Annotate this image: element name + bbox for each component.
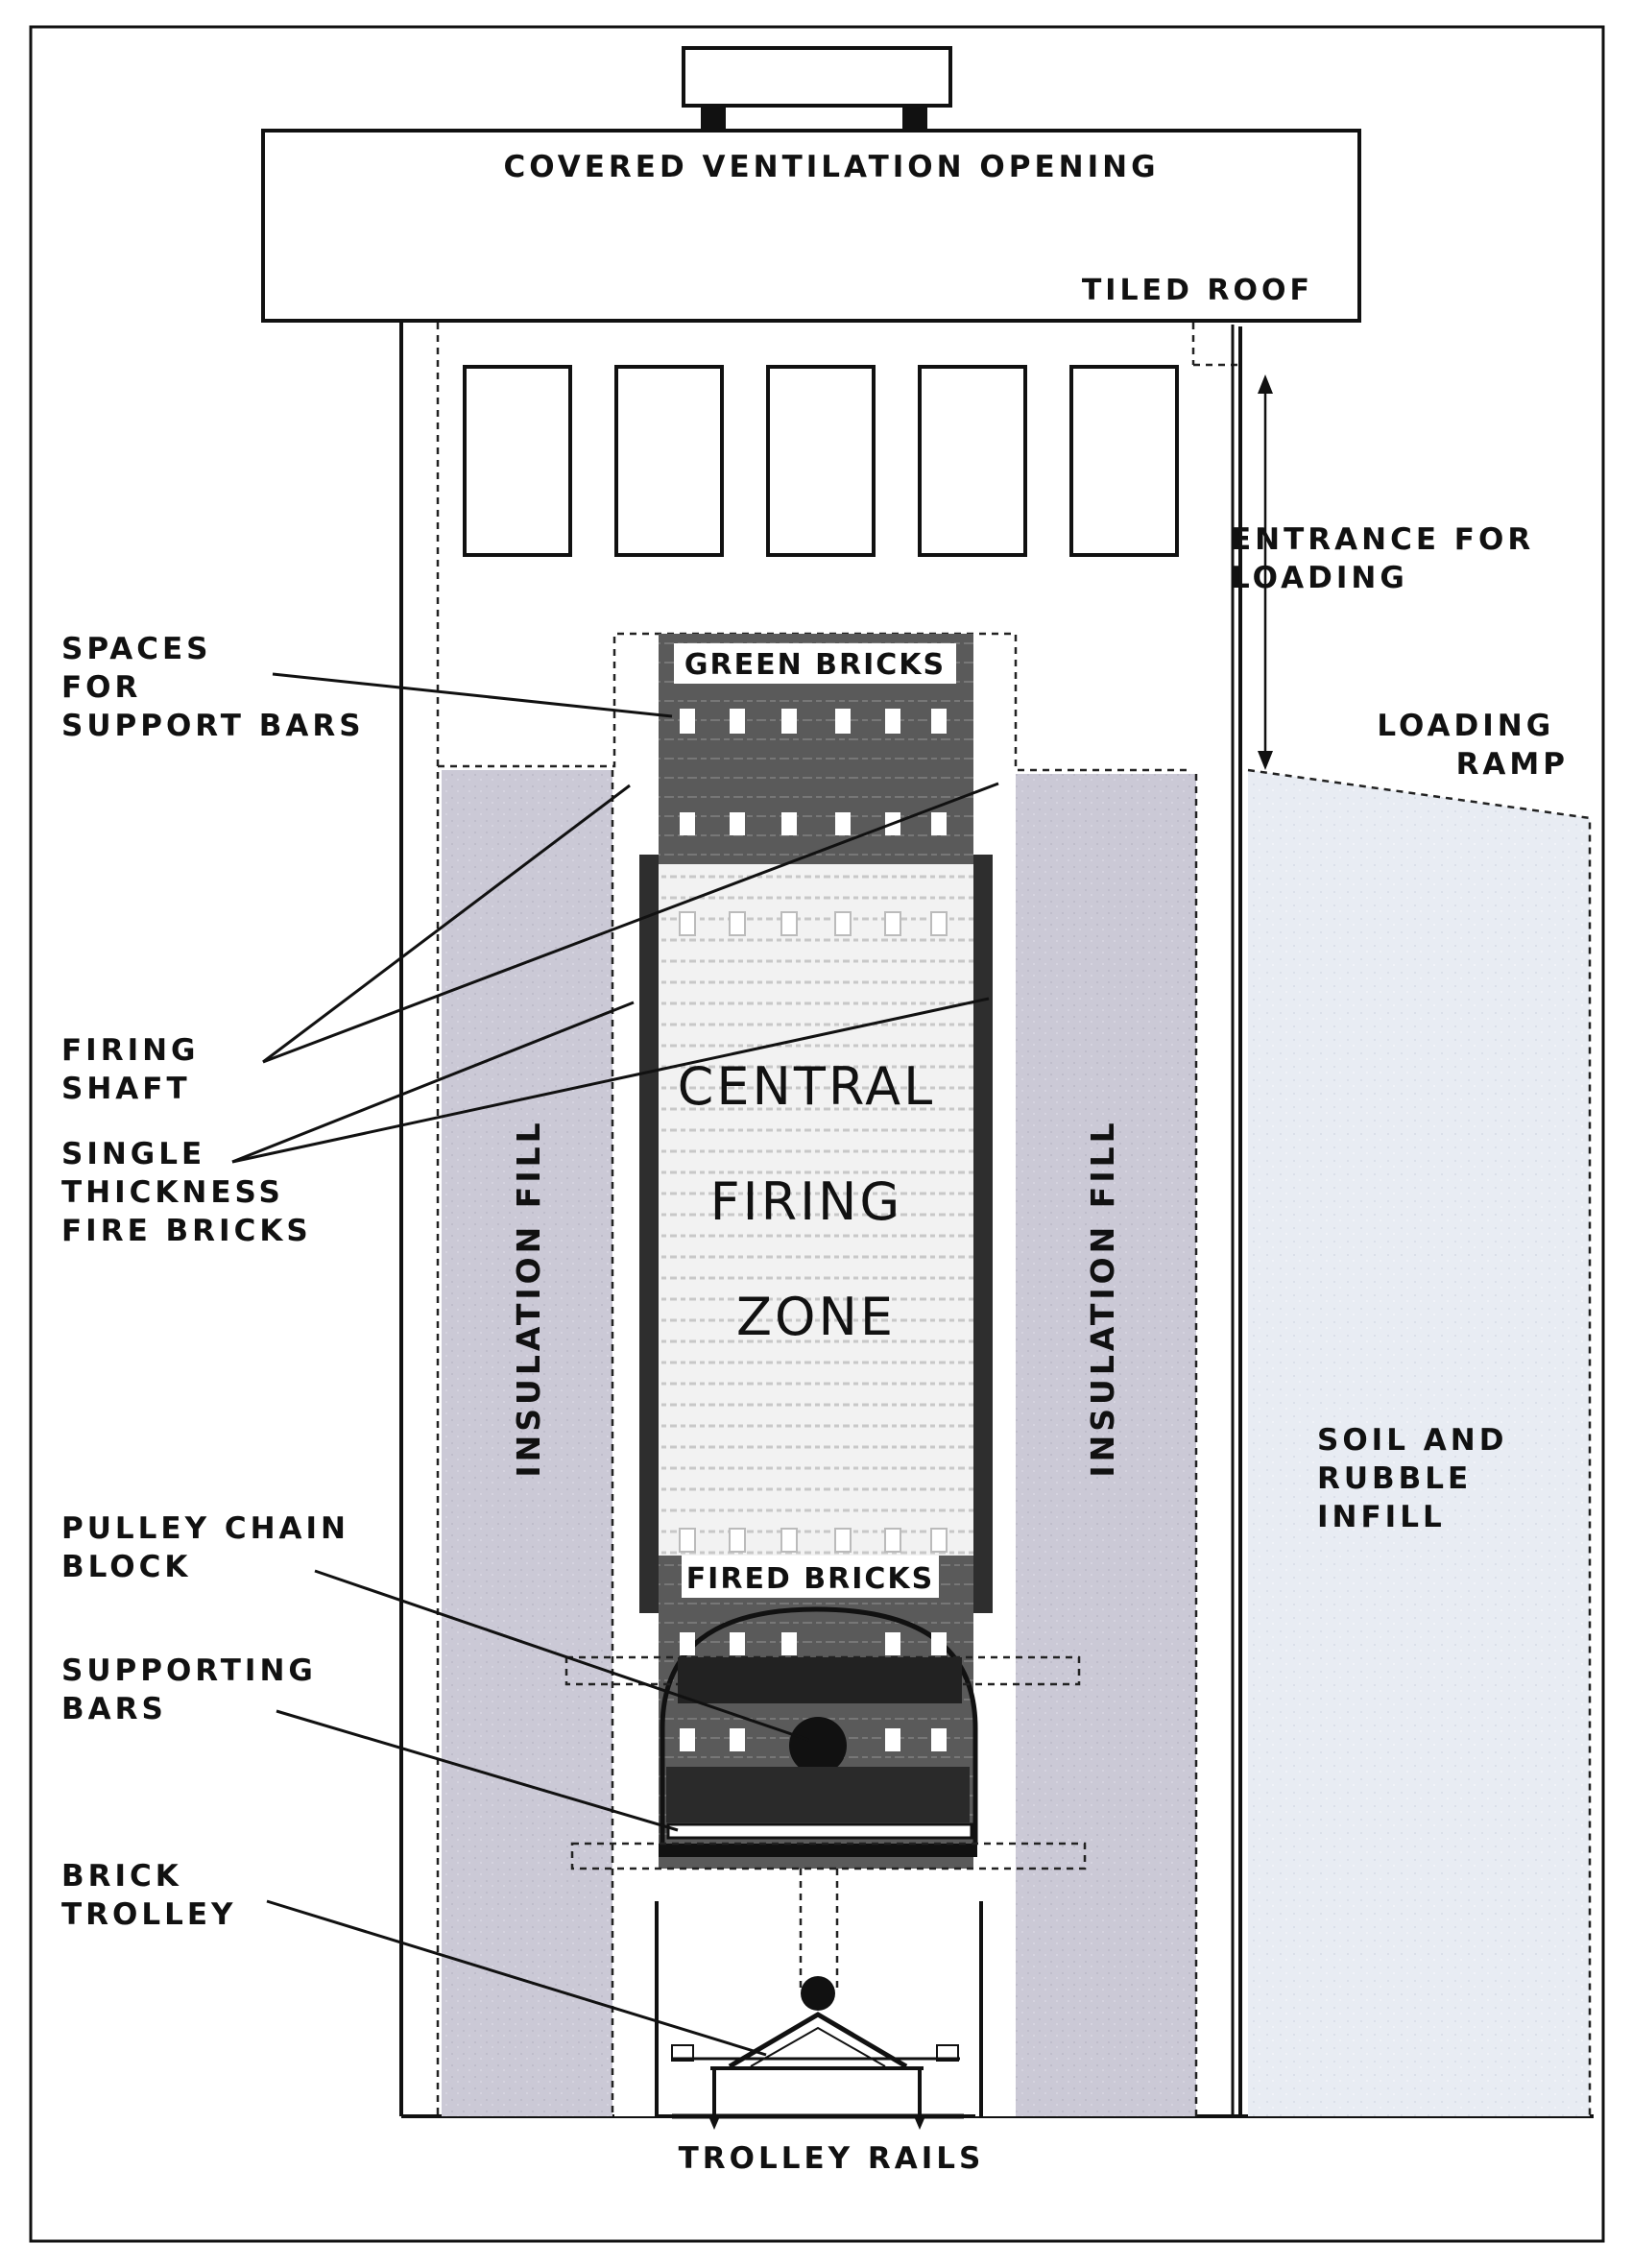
green-bricks-label-bg [674, 643, 956, 684]
entrance-arrow-down [1258, 751, 1273, 770]
opening-3 [766, 365, 876, 557]
opening-5 [1069, 365, 1179, 557]
leader-firing-shaft-2 [262, 782, 999, 1064]
entrance-arrow-up [1258, 374, 1273, 394]
trolley-rails-label: TROLLEY RAILS [679, 2141, 985, 2176]
covered-ventilation-opening-label: COVERED VENTILATION OPENING [503, 150, 1159, 184]
supporting-bars-base [659, 1844, 977, 1857]
support-bar-dashed-lower [570, 1842, 1087, 1870]
pulley-dark-band [678, 1657, 962, 1703]
entrance-for-loading-label: ENTRANCE FOR LOADING [1231, 522, 1548, 595]
leader-brick-trolley [266, 1899, 767, 2057]
central-firing-zone-label: CENTRAL FIRING ZONE [678, 1056, 955, 1347]
cap-support-left [701, 104, 726, 129]
leader-fire-bricks-2 [231, 997, 990, 1164]
firing-shaft-label: FIRING SHAFT [61, 1033, 213, 1106]
upper-openings [463, 365, 1179, 557]
supporting-bars-label: SUPPORTING BARS [61, 1653, 331, 1726]
fire-brick-wall-left [639, 855, 659, 1613]
insulation-fill-right [1016, 774, 1196, 2116]
support-bar-spaces-bottom [680, 1632, 947, 1751]
hook [801, 1976, 835, 2011]
green-bricks-label: GREEN BRICKS [684, 648, 946, 682]
opening-2 [614, 365, 724, 557]
insulation-fill-left [442, 770, 612, 2116]
leader-pulley-chain-block [314, 1569, 809, 1742]
cap-support-right [902, 104, 927, 129]
soil-and-rubble-infill [1248, 770, 1590, 2116]
insulation-fill-left-label: INSULATION FILL [510, 1119, 547, 1477]
loading-ramp-label: LOADING RAMP [1377, 709, 1569, 782]
tiled-roof [261, 129, 1361, 323]
pulley-chain-block-label: PULLEY CHAIN BLOCK [61, 1511, 364, 1584]
leader-fire-bricks-1 [231, 1001, 635, 1164]
fired-bricks-label: FIRED BRICKS [686, 1562, 935, 1596]
support-bar-dashed-upper [564, 1655, 1081, 1686]
spaces-for-support-bars-label: SPACES FOR SUPPORT BARS [61, 632, 365, 743]
upper-left-dashed [438, 632, 1190, 772]
central-firing-zone [659, 864, 973, 1613]
opening-4 [918, 365, 1027, 557]
leader-spaces-for-support-bars [272, 672, 673, 718]
fire-brick-wall-right [973, 855, 993, 1613]
loading-ramp-outline [1247, 768, 1592, 2116]
trolley-rails [672, 2113, 964, 2130]
supporting-bars-rail [666, 1822, 973, 1840]
pulley-lower-band [666, 1767, 970, 1822]
fired-bricks-label-bg [682, 1556, 939, 1598]
support-bar-spaces-lower [679, 1528, 948, 1553]
soil-and-rubble-infill-label: SOIL AND RUBBLE INFILL [1317, 1423, 1522, 1534]
brick-trolley [671, 2012, 960, 2116]
leader-supporting-bars [276, 1709, 679, 1832]
support-bar-spaces-top [680, 709, 947, 835]
leader-firing-shaft-1 [262, 784, 631, 1064]
single-thickness-fire-bricks-label: SINGLE THICKNESS FIRE BRICKS [61, 1137, 312, 1248]
tiled-roof-label: TILED ROOF [1082, 274, 1313, 307]
brick-trolley-label: BRICK TROLLEY [61, 1859, 237, 1932]
insulation-fill-right-label: INSULATION FILL [1084, 1119, 1121, 1477]
ventilation-cap [682, 46, 952, 108]
opening-1 [463, 365, 572, 557]
pulley-block [789, 1717, 847, 1774]
support-bar-spaces-mid [679, 911, 948, 936]
pulley-arch [660, 1606, 978, 1844]
